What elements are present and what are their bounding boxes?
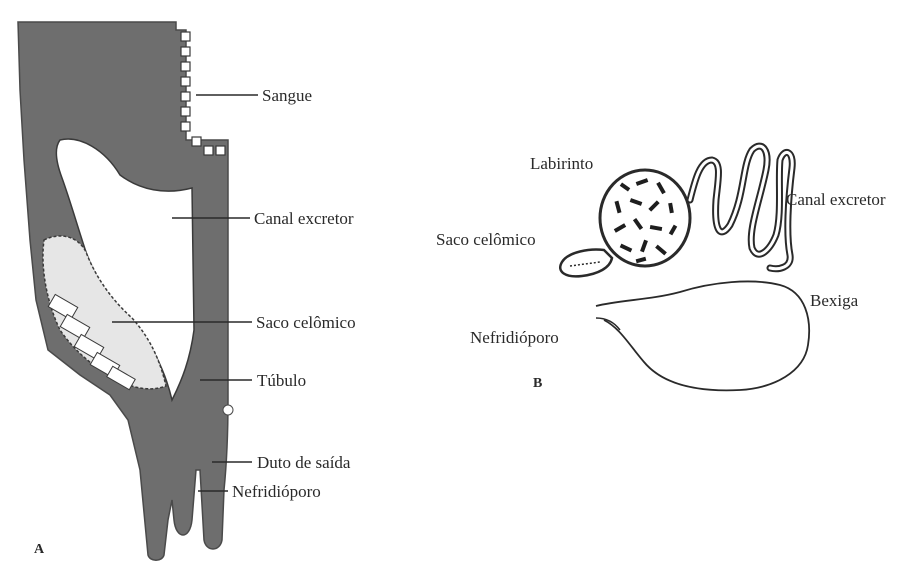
panel-b-labirinto: [600, 170, 690, 266]
label-sangue: Sangue: [262, 87, 312, 104]
label-canal-excretor-a: Canal excretor: [254, 210, 354, 227]
label-nefridioporo-b: Nefridióporo: [470, 329, 559, 346]
label-canal-excretor-b: Canal excretor: [786, 191, 886, 208]
panel-a-drawing: [18, 22, 258, 560]
label-labirinto: Labirinto: [530, 155, 593, 172]
panel-b-bexiga: [596, 281, 809, 390]
label-saco-celomico-a: Saco celômico: [256, 314, 356, 331]
label-saco-celomico-b: Saco celômico: [436, 231, 536, 248]
panel-b-letter: B: [533, 377, 542, 391]
panel-a-letter: A: [34, 543, 44, 557]
label-duto-de-saida: Duto de saída: [257, 454, 350, 471]
label-nefridioporo-a: Nefridióporo: [232, 483, 321, 500]
label-tubulo: Túbulo: [257, 372, 306, 389]
panel-a-blood-cells: [181, 32, 225, 155]
panel-b-drawing: [560, 146, 809, 390]
label-bexiga: Bexiga: [810, 292, 858, 309]
panel-b-saco-celomico: [560, 250, 612, 277]
